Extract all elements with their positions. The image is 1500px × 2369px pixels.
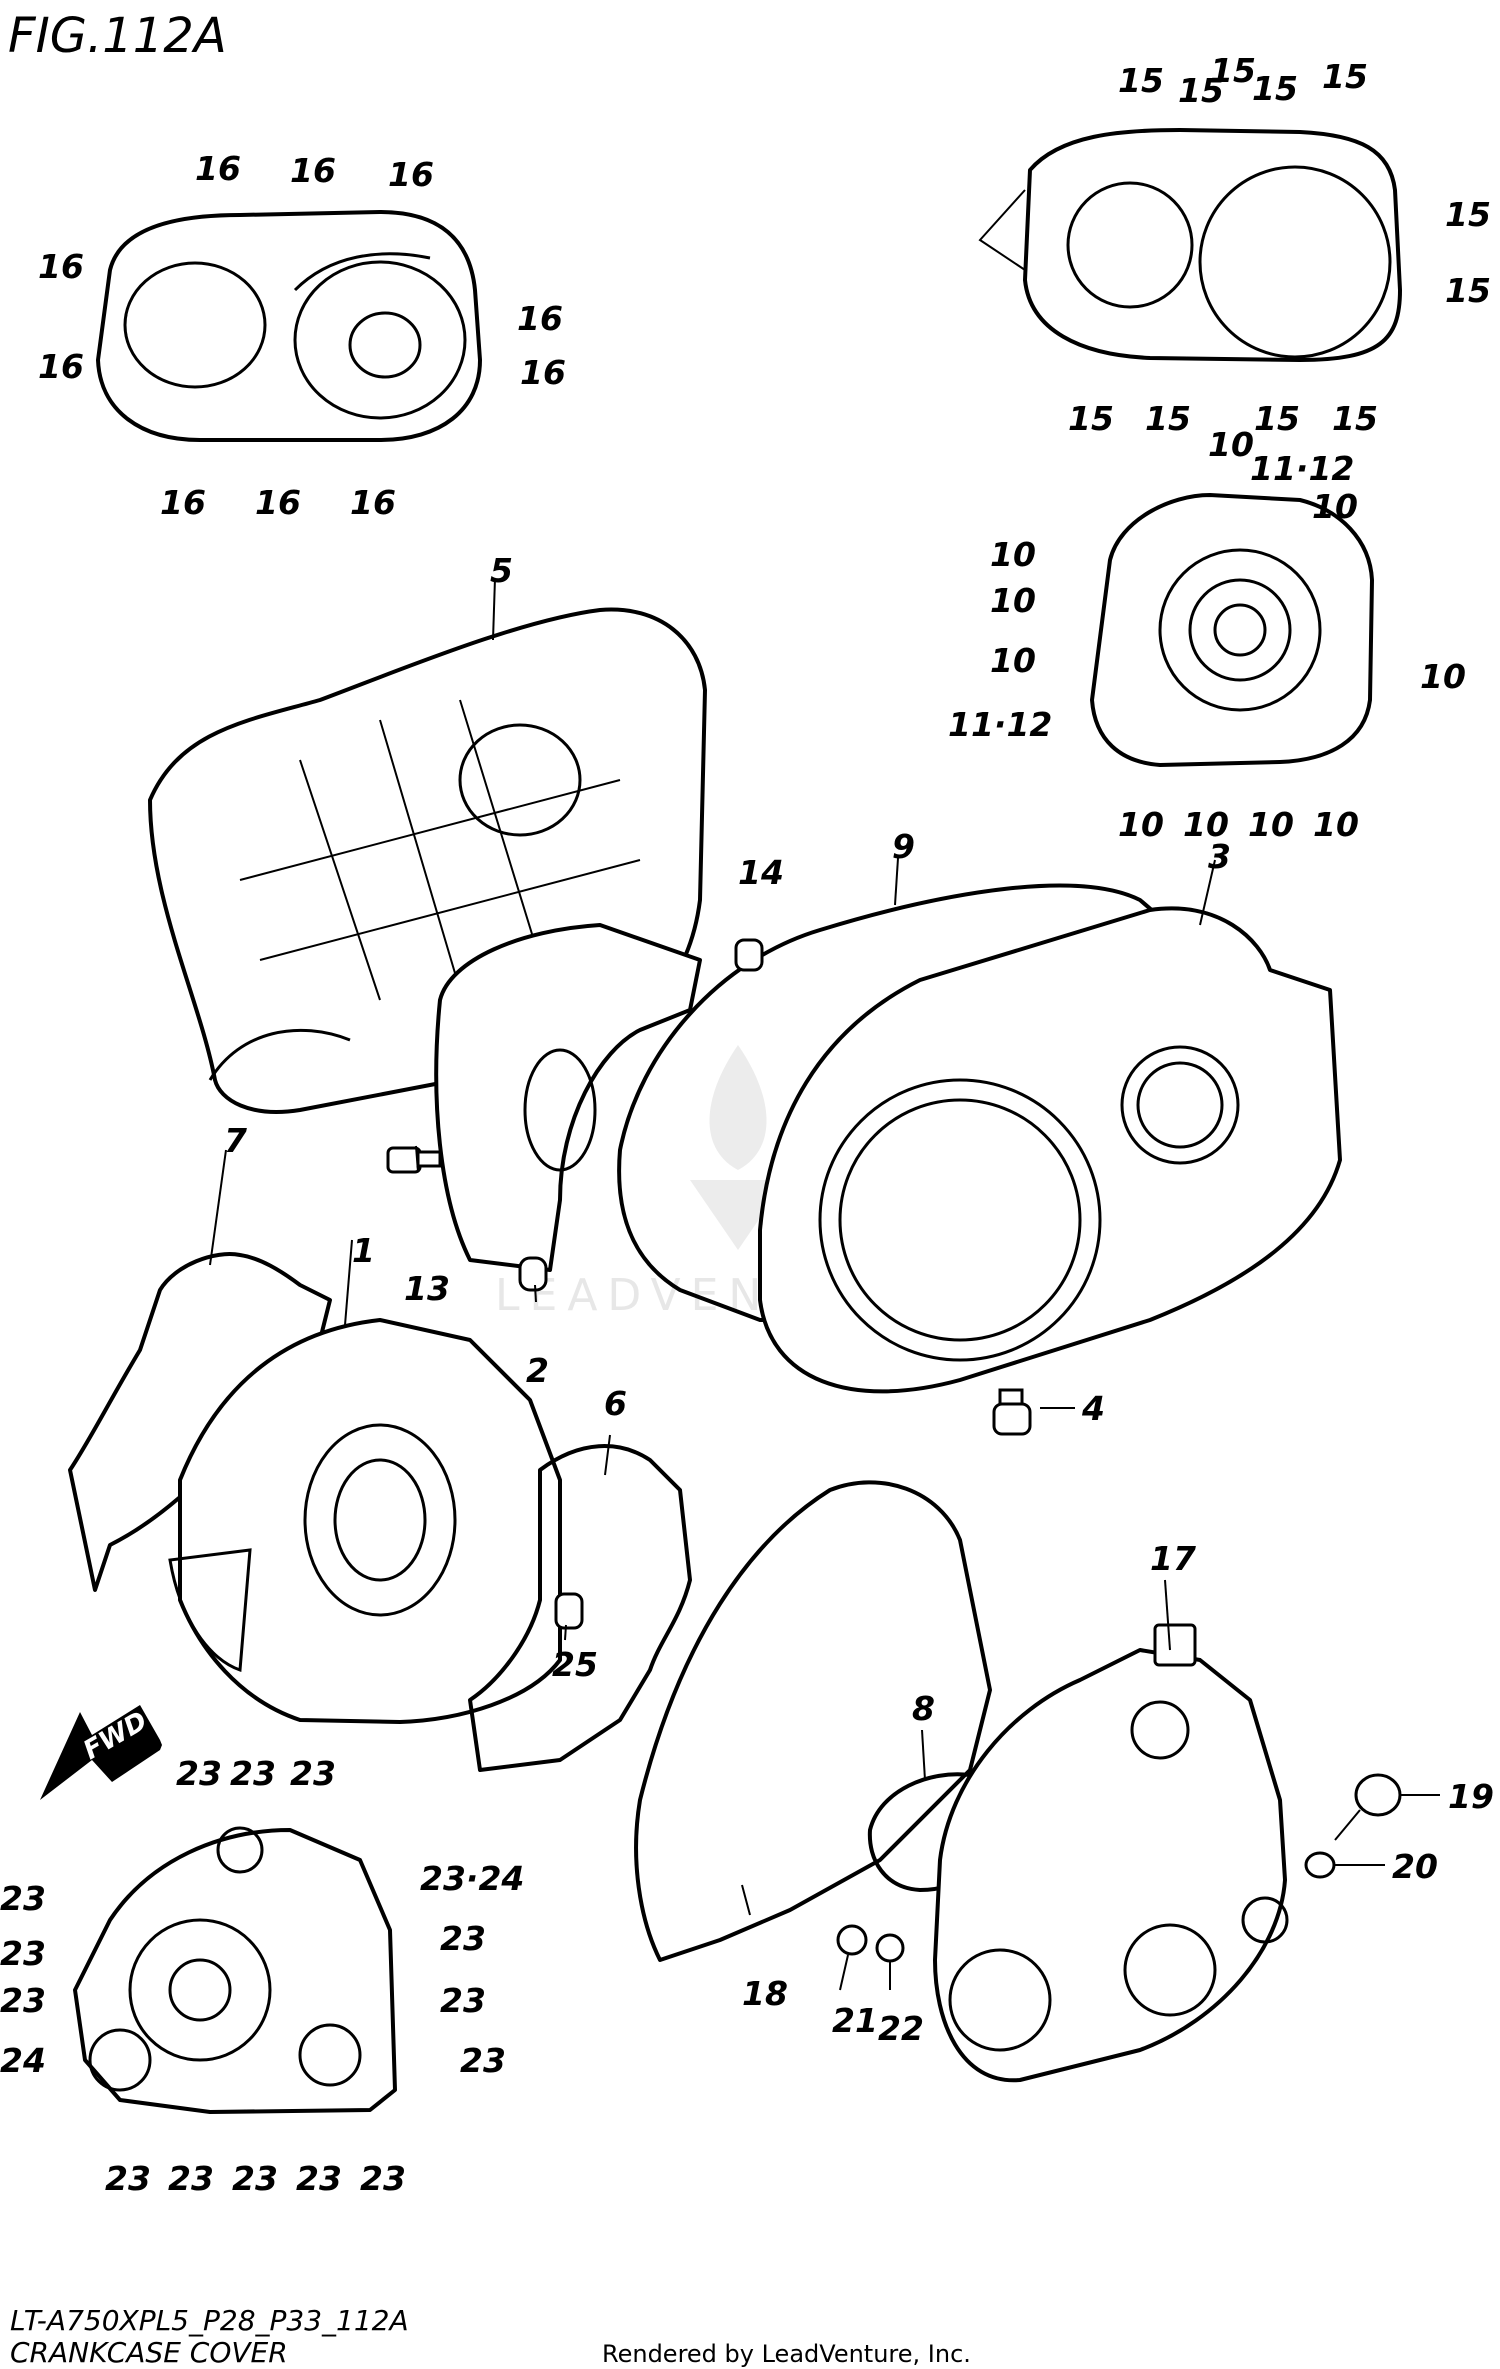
callout-16: 16 bbox=[290, 151, 336, 190]
callout-23: 23 bbox=[105, 2159, 151, 2198]
part-9-gasket bbox=[617, 883, 1212, 1322]
callout-16: 16 bbox=[38, 247, 84, 286]
part-22-washer bbox=[875, 1933, 905, 1963]
callout-23: 23 bbox=[168, 2159, 214, 2198]
callout-21: 21 bbox=[832, 2001, 878, 2040]
part-13-bolt bbox=[386, 1146, 442, 1174]
callout-16: 16 bbox=[388, 155, 434, 194]
callout-10: 10 bbox=[990, 535, 1036, 574]
callout-5: 5 bbox=[490, 551, 513, 590]
callout-15: 15 bbox=[1445, 195, 1491, 234]
part-17-cover bbox=[933, 1623, 1289, 2083]
callout-16: 16 bbox=[520, 353, 566, 392]
figure-title: FIG.112A bbox=[8, 8, 227, 64]
callout-23: 23 bbox=[0, 1981, 46, 2020]
callout-10: 10 bbox=[1183, 805, 1229, 844]
part-18-gasket bbox=[634, 1480, 992, 1962]
callout-15: 15 bbox=[1445, 271, 1491, 310]
callout-13: 13 bbox=[404, 1269, 450, 1308]
part-25-dowel bbox=[554, 1592, 584, 1630]
callout-4: 4 bbox=[1081, 1389, 1105, 1428]
callout-8: 8 bbox=[912, 1689, 935, 1728]
callout-10: 10 bbox=[1118, 805, 1164, 844]
part-20-o-ring bbox=[1304, 1851, 1336, 1879]
fwd-arrow: FWD bbox=[40, 1705, 162, 1800]
callout-9: 9 bbox=[892, 827, 915, 866]
part-19-cap bbox=[1334, 1773, 1402, 1841]
callout-23: 23 bbox=[460, 2041, 506, 2080]
callout-3: 3 bbox=[1208, 837, 1231, 876]
callout-15: 15 bbox=[1332, 399, 1378, 438]
callout-2: 2 bbox=[526, 1351, 549, 1390]
callout-15: 15 bbox=[1118, 61, 1164, 100]
callout-23: 23 bbox=[230, 1754, 276, 1793]
callout-16: 16 bbox=[38, 347, 84, 386]
callout-19: 19 bbox=[1448, 1777, 1494, 1816]
callout-18: 18 bbox=[742, 1974, 788, 2013]
callout-15: 15 bbox=[1252, 69, 1298, 108]
part-23-cover bbox=[73, 1826, 397, 2114]
callout-11-12: 11·12 bbox=[948, 705, 1052, 744]
callout-10: 10 bbox=[990, 641, 1036, 680]
callout-25: 25 bbox=[552, 1645, 598, 1684]
callout-20: 20 bbox=[1392, 1847, 1438, 1886]
callout-10: 10 bbox=[1313, 805, 1359, 844]
callout-23: 23 bbox=[176, 1754, 222, 1793]
callout-23: 23 bbox=[232, 2159, 278, 2198]
callout-15: 15 bbox=[1178, 71, 1224, 110]
callout-16: 16 bbox=[517, 299, 563, 338]
callout-11-12: 11·12 bbox=[1250, 449, 1354, 488]
callout-15: 15 bbox=[1210, 51, 1256, 90]
part-15-cover-outline bbox=[978, 128, 1402, 362]
leader-lines bbox=[209, 577, 1440, 1991]
callout-23: 23 bbox=[0, 1879, 46, 1918]
callout-23: 23 bbox=[0, 1934, 46, 1973]
callout-23: 23 bbox=[440, 1919, 486, 1958]
callout-16: 16 bbox=[350, 483, 396, 522]
callout-23: 23 bbox=[290, 1754, 336, 1793]
callout-10: 10 bbox=[1208, 425, 1254, 464]
part-21-plug bbox=[836, 1924, 868, 1956]
part-14-dowel bbox=[734, 938, 764, 972]
callout-15: 15 bbox=[1254, 399, 1300, 438]
callout-15: 15 bbox=[1068, 399, 1114, 438]
callout-23: 23 bbox=[360, 2159, 406, 2198]
callout-23: 23 bbox=[296, 2159, 342, 2198]
callout-16: 16 bbox=[195, 149, 241, 188]
callout-24: 24 bbox=[0, 2041, 46, 2080]
part-1-cover bbox=[168, 1318, 562, 1724]
callout-10: 10 bbox=[1312, 487, 1358, 526]
callout-1: 1 bbox=[352, 1231, 375, 1270]
callout-10: 10 bbox=[1248, 805, 1294, 844]
part-4-plug bbox=[992, 1388, 1032, 1436]
callout-23-24: 23·24 bbox=[420, 1859, 524, 1898]
callout-23: 23 bbox=[440, 1981, 486, 2020]
callout-10: 10 bbox=[1420, 657, 1466, 696]
part-2-duct bbox=[434, 923, 702, 1292]
part-10-cover-outline bbox=[1090, 493, 1374, 767]
callout-16: 16 bbox=[160, 483, 206, 522]
callout-16: 16 bbox=[255, 483, 301, 522]
callout-14: 14 bbox=[738, 853, 784, 892]
section-name: CRANKCASE COVER bbox=[10, 2336, 288, 2369]
callout-22: 22 bbox=[878, 2009, 924, 2048]
part-16-cover-outline bbox=[96, 210, 482, 442]
callout-6: 6 bbox=[604, 1384, 627, 1423]
rendered-by: Rendered by LeadVenture, Inc. bbox=[602, 2340, 971, 2368]
callout-17: 17 bbox=[1150, 1539, 1196, 1578]
callout-7: 7 bbox=[224, 1121, 247, 1160]
part-3-cover bbox=[758, 906, 1342, 1394]
callout-15: 15 bbox=[1145, 399, 1191, 438]
model-code: LT-A750XPL5_P28_P33_112A bbox=[10, 2304, 409, 2337]
callout-15: 15 bbox=[1322, 57, 1368, 96]
callout-10: 10 bbox=[990, 581, 1036, 620]
